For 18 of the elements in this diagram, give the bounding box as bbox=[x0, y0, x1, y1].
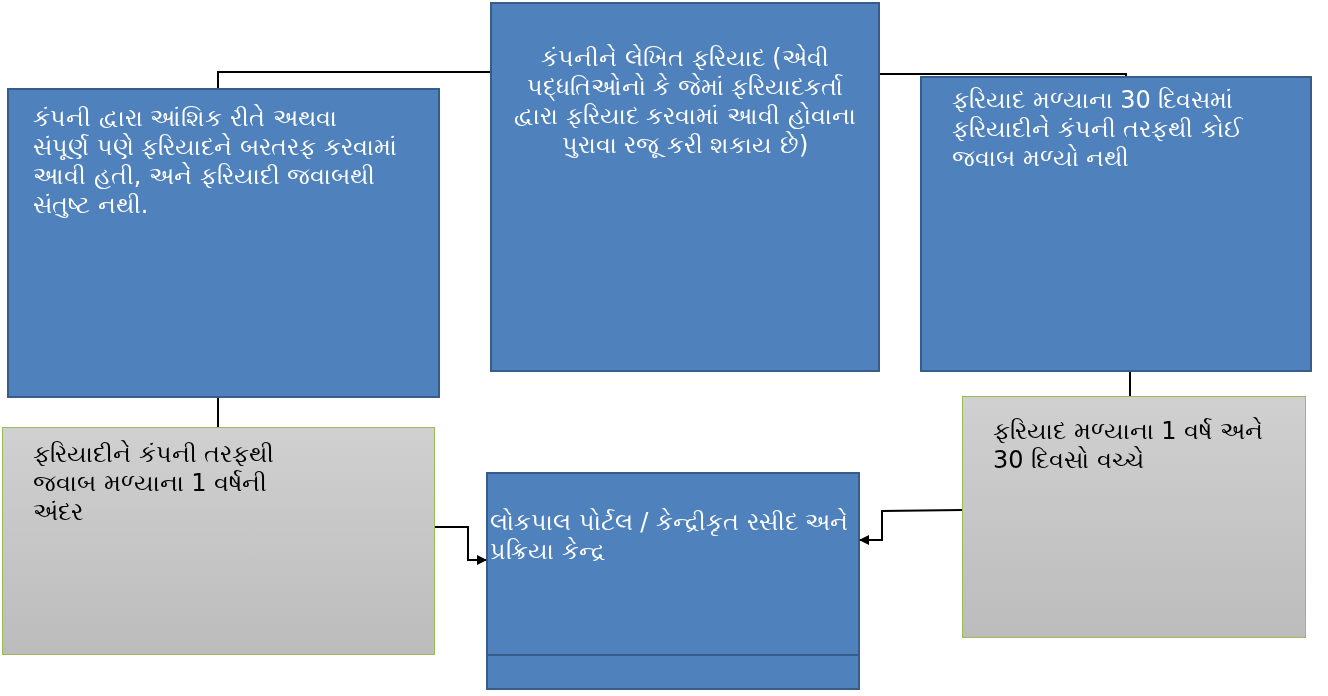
connector-line bbox=[1129, 371, 1131, 397]
arrow bbox=[434, 526, 487, 565]
arrow bbox=[859, 509, 963, 545]
process-box bbox=[490, 2, 880, 372]
process-box bbox=[2, 427, 435, 655]
box-text: ફરિયાદ મળ્યાના 30 દિવસમાં ફરિયાદીને કંપની તરફથી કોઈ જવાબ મળ્યો નથી bbox=[952, 86, 1244, 173]
connector-line bbox=[217, 397, 219, 428]
process-box bbox=[920, 76, 1312, 372]
box-text: લોકપાલ પોર્ટલ / કેન્દ્રીકૃત રસીદ અને પ્રક્રિયા કેન્દ્ર bbox=[490, 508, 850, 566]
process-box bbox=[962, 396, 1306, 638]
box-text: કંપની દ્વારા આંશિક રીતે અથવા સંપૂર્ણ પણે ફરિયાદને બરતરફ કરવામાં આવી હતી, અને ફરિયાદી જવાબથી સંતુષ્ટ નથી. bbox=[33, 104, 398, 220]
process-box bbox=[7, 88, 440, 398]
box-text: ફરિયાદ મળ્યાના 1 વર્ષ અને 30 દિવસો વચ્ચે bbox=[993, 417, 1264, 475]
connector-line bbox=[217, 71, 491, 89]
box-text: ફરિયાદીને કંપની તરફથી જવાબ મળ્યાના 1 વર્ષની અંદર bbox=[33, 440, 276, 527]
box-text: કંપનીને લેખિત ફરિયાદ (એવી પદ્ધતિઓનો કે જેમાં ફરિયાદકર્તા દ્વારા ફરિયાદ કરવામાં આવી હોવાના પુરાવા રજૂ કરી શકાય છે) bbox=[513, 44, 857, 160]
process-box bbox=[486, 472, 860, 690]
connector-line bbox=[879, 73, 1127, 77]
